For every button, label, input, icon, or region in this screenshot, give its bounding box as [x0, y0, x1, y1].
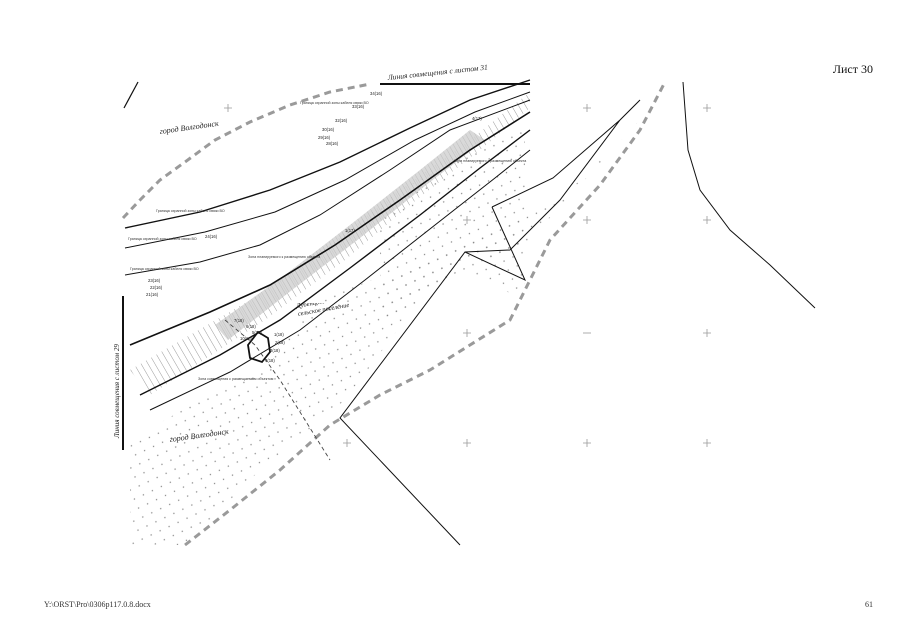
corridor-line-3: [124, 99, 531, 276]
point-label: 29(16): [318, 135, 331, 140]
outline-right-2: [464, 206, 527, 282]
callout-2: Зона планируемого к размещению объекта: [454, 159, 526, 163]
file-path: Y:\ORST\Pro\0306p117.0.8.docx: [44, 600, 151, 609]
callout-7: Зона совмещения с размещаемым объектом: [198, 377, 274, 381]
point-label: 4(18): [265, 358, 275, 363]
outline-far-right: [682, 81, 816, 309]
point-label: 7(18): [234, 318, 244, 323]
point-label: 1(17): [345, 228, 355, 233]
callout-3: Граница охранной зоны кабеля связи ВО: [156, 209, 225, 213]
point-label: 30(16): [322, 127, 335, 132]
grid-crosses: [224, 104, 711, 447]
point-label: 4(17): [472, 116, 482, 121]
point-label: 32(16): [335, 118, 348, 123]
district-label-box: Дубенцовский район, Жуковское сельское п…: [296, 303, 384, 318]
corridor-line-4: [129, 111, 531, 346]
corridor-line-1: [124, 79, 531, 229]
callout-6: Зона планируемого к размещению объекта: [248, 255, 320, 259]
page-number: 61: [865, 600, 873, 609]
edge-stroke-top: [123, 81, 139, 109]
corridor-line-2: [124, 91, 531, 249]
match-line-left-label: Линия совмещения с листом 29: [113, 344, 121, 439]
point-label: 3(18): [270, 348, 280, 353]
corridor-line-5: [139, 129, 531, 396]
point-label: 24(16): [205, 234, 218, 239]
point-label: 23(16): [148, 278, 161, 283]
point-label: 28(16): [326, 141, 339, 146]
point-label: 34(16): [370, 91, 383, 96]
callout-4: Граница охранной зоны кабеля связи ВО: [128, 237, 197, 241]
callout-1: Граница охранной зоны кабеля связи ВО: [300, 101, 369, 105]
point-label: 5(18): [252, 330, 262, 335]
rural-area-dots-upper: [380, 125, 525, 320]
sheet-title: Лист 30: [832, 62, 873, 76]
callout-5: Граница охранной зоны кабеля связи ВО: [130, 267, 199, 271]
site-feature: [247, 330, 271, 364]
match-line-top-label: Линия совмещения с листом 31: [386, 63, 488, 83]
point-label: 2(18): [275, 340, 285, 345]
point-label: 33(16): [352, 104, 365, 109]
city-label-top: город Волгодонск: [159, 119, 219, 136]
point-label: 10(18): [240, 336, 253, 341]
point-label: 22(16): [150, 285, 163, 290]
municipal-boundary-dashed-2: [184, 81, 667, 547]
point-label: 6(18): [246, 324, 256, 329]
municipal-boundary-dashed: [121, 82, 371, 220]
point-label: 1(18): [274, 332, 284, 337]
point-label: 21(16): [146, 292, 159, 297]
outline-right: [339, 99, 641, 546]
corridor-line-6: [149, 149, 531, 411]
district-label: Дубенцовский район, Жуковское сельское п…: [296, 303, 384, 318]
survey-points: 34(16) 33(16) 32(16) 30(16) 29(16) 28(16…: [146, 91, 482, 363]
